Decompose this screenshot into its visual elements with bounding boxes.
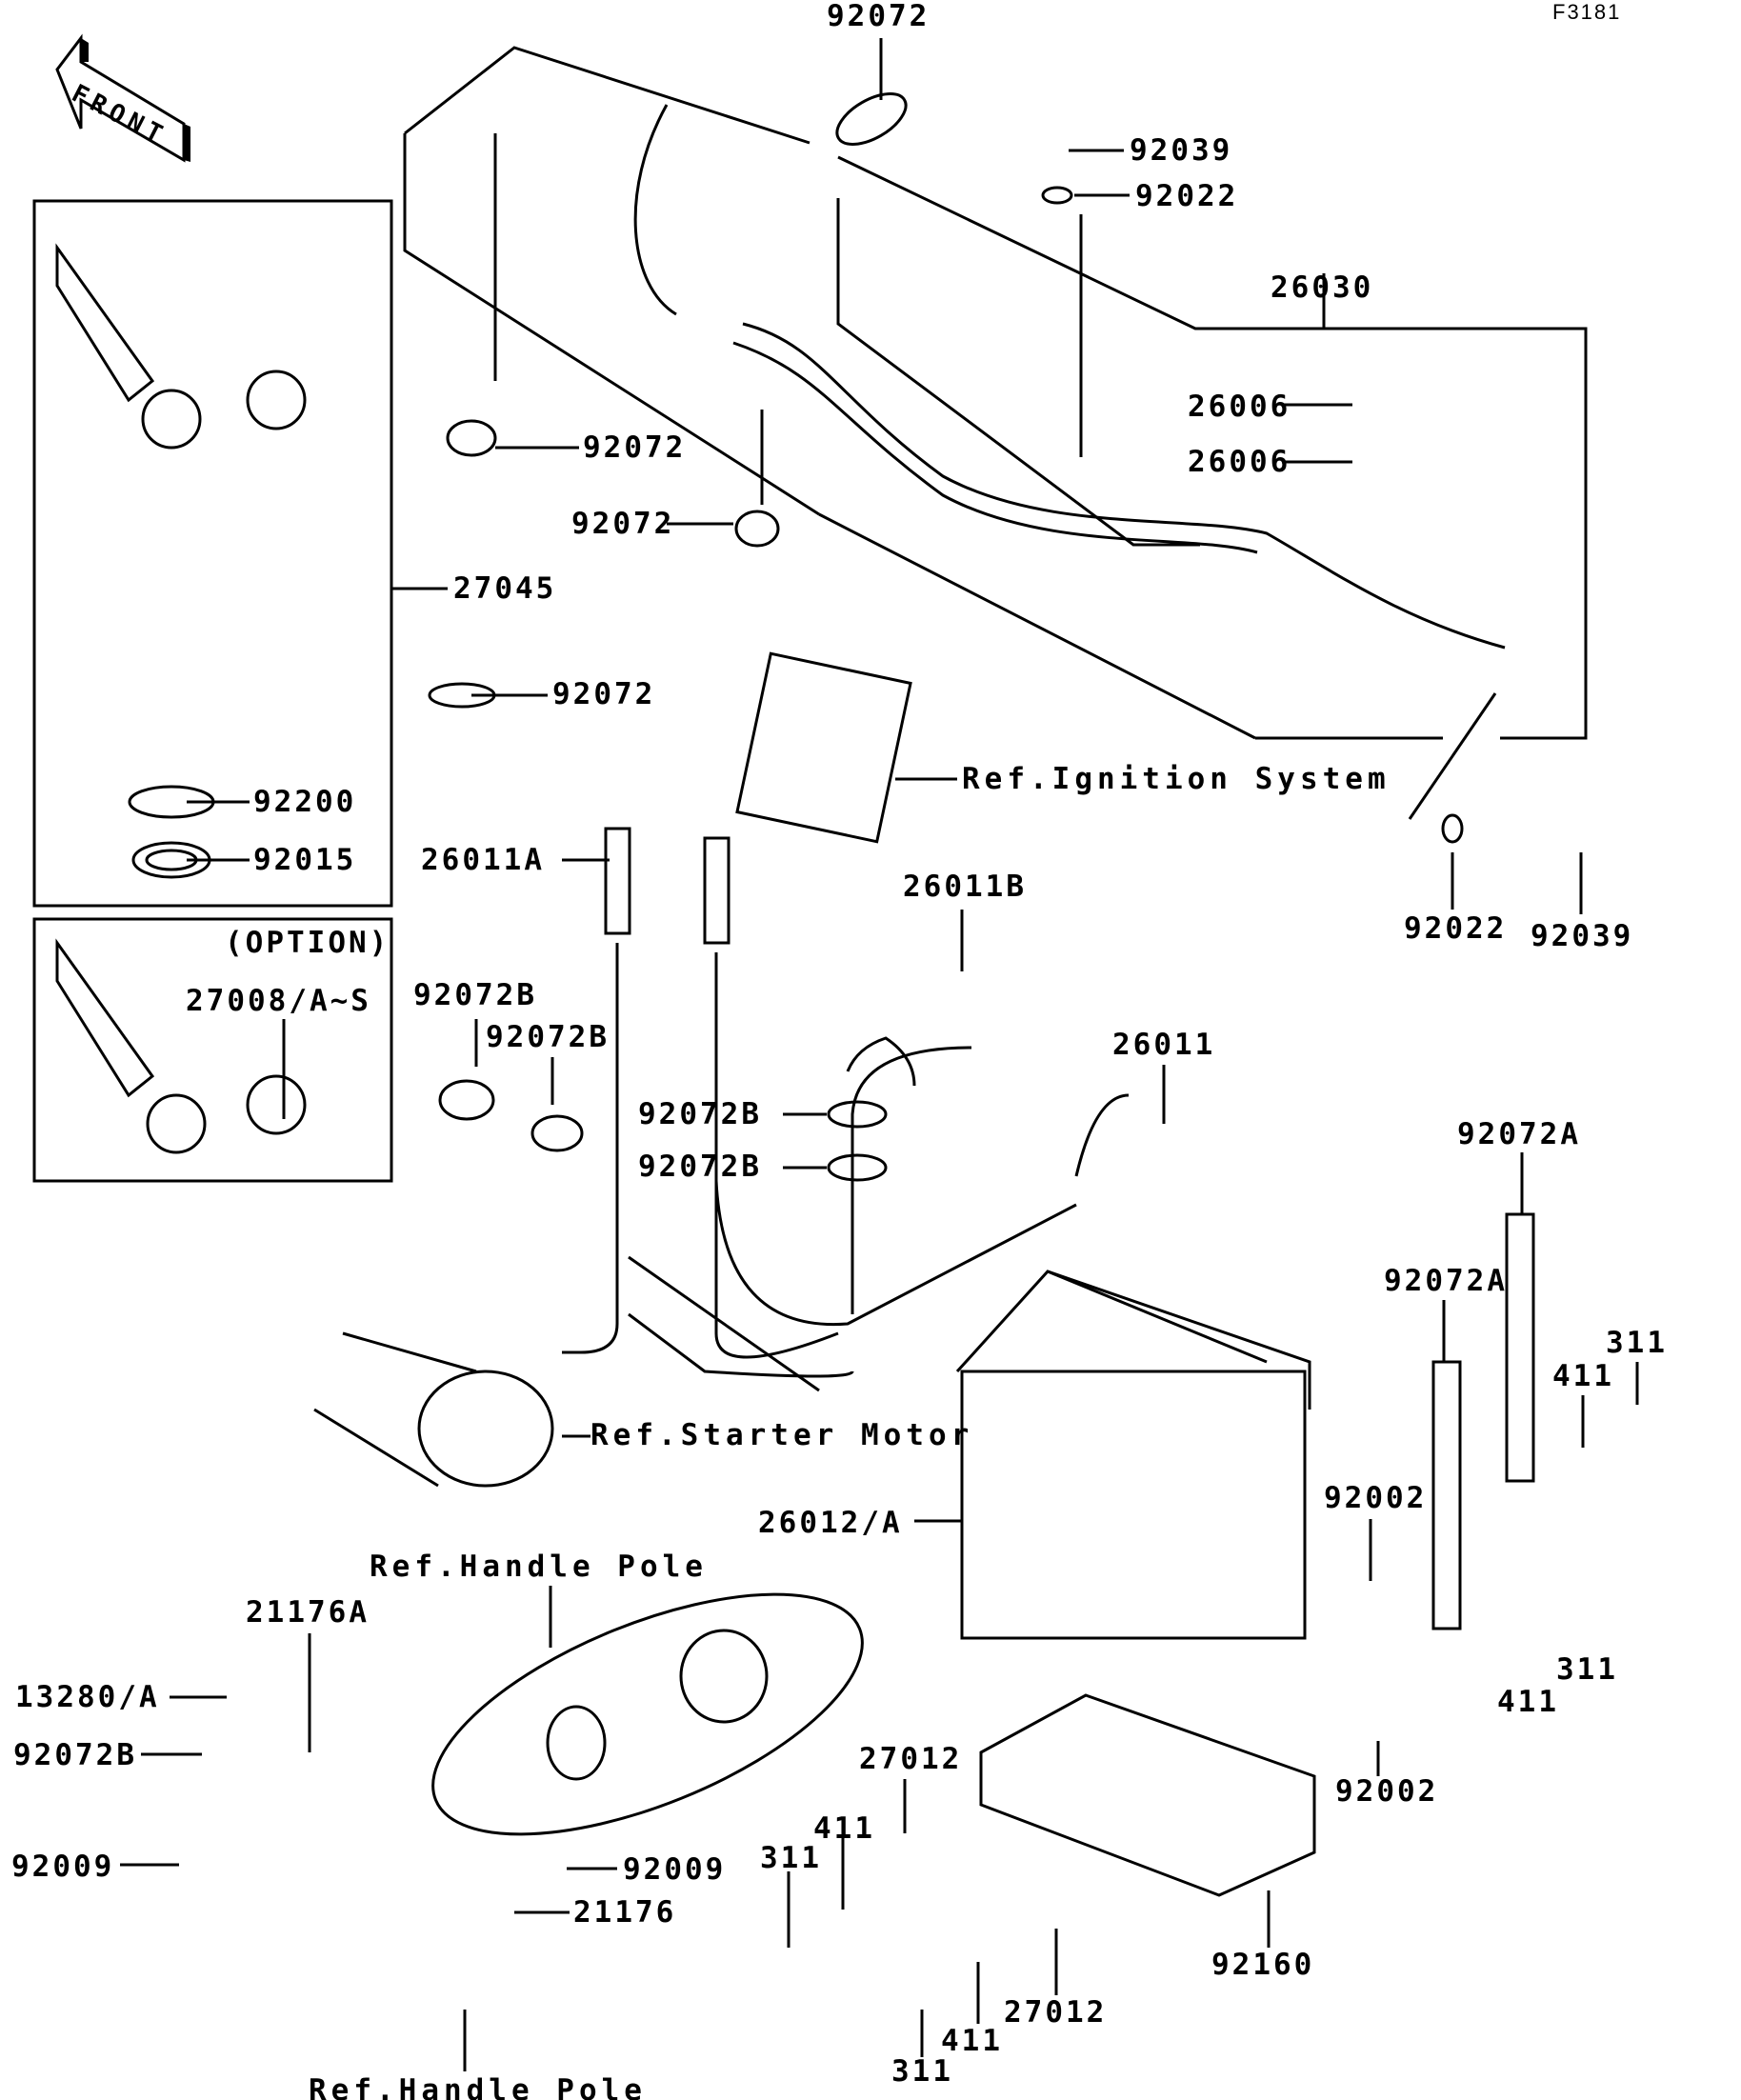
front-arrow-icon (55, 33, 190, 163)
part-number-label[interactable]: 92160 (1211, 1948, 1315, 1982)
part-number-label[interactable]: 411 (1552, 1359, 1614, 1393)
part-number-label[interactable]: 26030 (1271, 270, 1374, 305)
part-number-label[interactable]: 26011B (903, 870, 1027, 904)
part-number-label[interactable]: 92072B (638, 1097, 762, 1131)
reference-label[interactable]: Ref.Handle Pole (309, 2073, 647, 2100)
battery-case (979, 1693, 1316, 1897)
part-number-label[interactable]: 26011A (421, 843, 545, 877)
starter-motor (417, 1370, 554, 1488)
part-number-label[interactable]: 92039 (1130, 133, 1233, 168)
part-number-label[interactable]: 92002 (1324, 1481, 1428, 1515)
part-number-label[interactable]: 411 (941, 2024, 1003, 2058)
strap-left (1431, 1360, 1462, 1630)
battery-body (960, 1370, 1307, 1640)
part-number-label[interactable]: 92072B (638, 1150, 762, 1184)
option-label: (OPTION) (225, 926, 390, 960)
part-number-label[interactable]: 92072A (1457, 1117, 1581, 1151)
part-number-label[interactable]: 311 (1556, 1652, 1618, 1687)
part-number-label[interactable]: 27008/A~S (186, 984, 371, 1018)
part-number-label[interactable]: 311 (760, 1841, 822, 1875)
part-number-label[interactable]: 92039 (1531, 919, 1634, 953)
part-number-label[interactable]: 92022 (1135, 179, 1239, 213)
part-number-label[interactable]: 21176 (573, 1895, 677, 1930)
part-number-label[interactable]: 92022 (1404, 911, 1508, 946)
part-number-label[interactable]: 21176A (246, 1595, 370, 1630)
handle-pole-plate (431, 1592, 864, 1836)
part-number-label[interactable]: 27012 (859, 1742, 963, 1776)
part-number-label[interactable]: 92072 (552, 677, 656, 711)
part-number-label[interactable]: 26006 (1188, 390, 1291, 424)
part-number-label[interactable]: 26006 (1188, 445, 1291, 479)
ignition-module (735, 651, 912, 844)
front-arrow: FRONT (52, 33, 195, 171)
part-number-label[interactable]: 92072B (13, 1738, 137, 1772)
part-number-label[interactable]: 311 (891, 2054, 953, 2089)
reference-label[interactable]: Ref.Handle Pole (370, 1550, 708, 1584)
reference-label[interactable]: Ref.Starter Motor (590, 1418, 974, 1452)
part-number-label[interactable]: 92009 (623, 1852, 727, 1887)
part-number-label[interactable]: 92072 (571, 507, 675, 541)
part-number-label[interactable]: 92072B (413, 978, 537, 1012)
option-box (32, 917, 393, 1183)
part-number-label[interactable]: 26012/A (758, 1506, 903, 1540)
part-number-label[interactable]: 311 (1606, 1326, 1668, 1360)
part-number-label[interactable]: 26011 (1112, 1028, 1216, 1062)
part-number-label[interactable]: 92015 (253, 843, 357, 877)
part-number-label[interactable]: 92072 (827, 0, 931, 33)
part-number-label[interactable]: 92002 (1335, 1774, 1439, 1809)
part-number-label[interactable]: 411 (813, 1811, 875, 1846)
part-number-label[interactable]: 27012 (1004, 1995, 1108, 2030)
part-number-label[interactable]: 411 (1497, 1685, 1559, 1719)
part-number-label[interactable]: 92009 (11, 1850, 115, 1884)
key-box (32, 199, 393, 908)
reference-label[interactable]: Ref.Ignition System (962, 762, 1391, 796)
part-number-label[interactable]: 27045 (453, 571, 557, 606)
part-number-label[interactable]: 92072 (583, 430, 687, 465)
part-number-label[interactable]: 13280/A (15, 1680, 160, 1714)
part-number-label[interactable]: 92200 (253, 785, 357, 819)
diagram-code: F3181 (1552, 0, 1622, 24)
part-number-label[interactable]: 92072A (1384, 1264, 1508, 1298)
strap-right (1505, 1212, 1535, 1483)
part-number-label[interactable]: 92072B (486, 1020, 610, 1054)
